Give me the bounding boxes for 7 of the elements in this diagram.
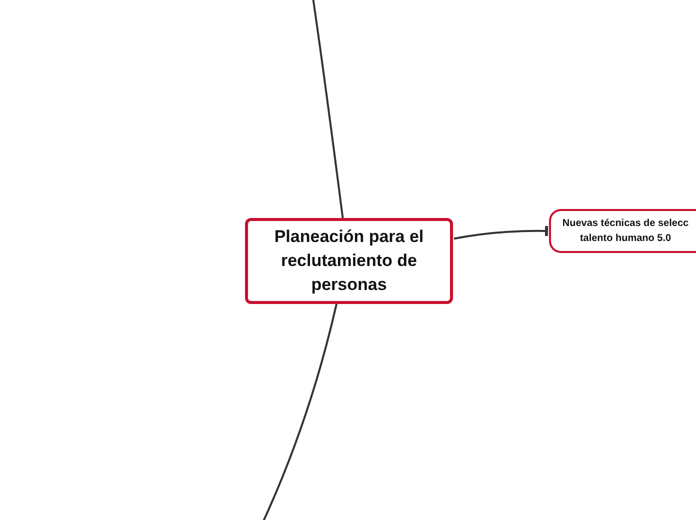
topic-box xyxy=(549,209,696,253)
connector-line xyxy=(312,0,344,218)
topic-text: Nuevas técnicas de selecc talento humano 5.0 xyxy=(561,217,690,246)
connector-line xyxy=(262,304,338,520)
topic-box xyxy=(245,218,453,304)
connector-line xyxy=(454,226,548,240)
topic-text: Planeación para el reclutamiento de personas xyxy=(273,226,425,296)
